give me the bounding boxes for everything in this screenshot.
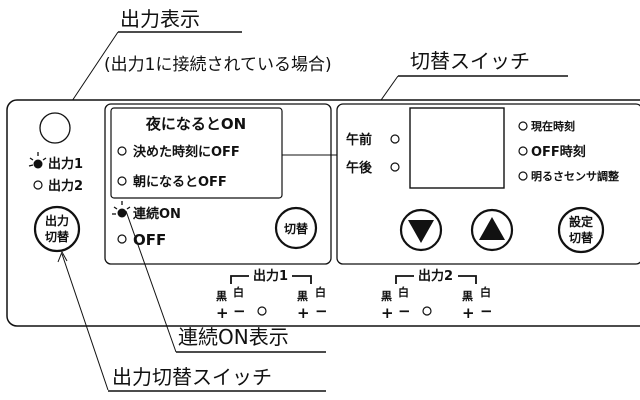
callout-output-switch-arrow [57, 250, 68, 263]
terminal-out2-minus-right: − [480, 302, 493, 320]
led-off-time [518, 146, 528, 156]
label-continuous-on: 連続ON [133, 206, 181, 222]
output-switch-button-line1: 出力 [45, 213, 69, 228]
terminal-out1-minus-left: − [233, 302, 246, 320]
callout-continuous-on: 連続ON表示 [178, 325, 289, 349]
led-brightness-sensor [518, 171, 528, 181]
terminal-out1-plus-left: + [216, 304, 229, 322]
label-off: OFF [133, 231, 166, 249]
label-set-time-off: 決めた時刻にOFF [133, 144, 240, 160]
setting-switch-button-line2: 切替 [569, 230, 594, 245]
setting-switch-button-line1: 設定 [569, 214, 593, 229]
terminal-out2-white-right: 白 [480, 285, 491, 299]
led-output2 [33, 180, 43, 190]
label-am: 午前 [346, 132, 372, 148]
led-set-time-off [117, 146, 127, 156]
terminal-out1-minus-right: − [315, 302, 328, 320]
label-brightness-sensor: 明るさセンサ調整 [531, 169, 619, 183]
led-morning-off [117, 176, 127, 186]
night-on-title: 夜になるとON [145, 115, 246, 133]
led-pm [390, 162, 400, 172]
up-button[interactable] [470, 208, 514, 252]
terminal-out1-label: 出力1 [253, 268, 288, 284]
terminal-out2-label: 出力2 [418, 268, 453, 284]
label-morning-off: 朝になるとOFF [133, 174, 227, 190]
callout-output-display-note: (出力1に接続されている場合) [104, 55, 332, 75]
led-output1-on [28, 152, 47, 169]
terminal-out2-plus-left: + [381, 304, 394, 322]
callout-continuous-on-leader [125, 210, 177, 353]
terminal-out1-plus-right: + [297, 304, 310, 322]
callout-switch: 切替スイッチ [410, 49, 530, 73]
down-triangle-icon [408, 220, 434, 243]
terminal-out2-minus-left: − [398, 302, 411, 320]
led-current-time [518, 121, 528, 131]
up-triangle-icon [479, 217, 505, 240]
terminal-out2-white-left: 白 [398, 285, 409, 299]
callout-output-display: 出力表示 [120, 7, 200, 31]
terminal-block-output1: 出力1 黒 白 黒 白 + − + − [216, 268, 328, 322]
terminal-out2-black-left: 黒 [381, 290, 392, 303]
sensor-window [39, 112, 71, 144]
label-pm: 午後 [346, 160, 373, 176]
label-off-time: OFF時刻 [531, 144, 586, 160]
setting-switch-button[interactable]: 設定 切替 [557, 206, 605, 254]
mode-switch-button-label: 切替 [284, 221, 309, 236]
terminal-out2-black-right: 黒 [462, 290, 473, 303]
night-on-group [110, 107, 283, 199]
terminal-out1-black-left: 黒 [216, 290, 227, 303]
led-continuous-on [112, 201, 131, 218]
led-am [390, 134, 400, 144]
led-off [117, 234, 127, 244]
label-current-time: 現在時刻 [531, 119, 575, 133]
time-display [409, 107, 505, 189]
down-button[interactable] [399, 208, 443, 252]
terminal-out1-black-right: 黒 [297, 290, 308, 303]
terminal-block-output2: 出力2 黒 白 黒 白 + − + − [381, 268, 493, 322]
label-output1: 出力1 [48, 156, 83, 172]
callout-output-switch-leader [61, 253, 109, 391]
output-switch-button[interactable]: 出力 切替 [33, 205, 81, 253]
output-switch-button-line2: 切替 [45, 229, 70, 244]
terminal-out1-white-right: 白 [315, 285, 326, 299]
label-output2: 出力2 [48, 178, 83, 194]
mode-switch-button[interactable]: 切替 [274, 206, 318, 250]
terminal-out2-plus-right: + [462, 304, 475, 322]
terminal-out1-white-left: 白 [233, 285, 244, 299]
callout-output-switch: 出力切替スイッチ [112, 365, 272, 389]
